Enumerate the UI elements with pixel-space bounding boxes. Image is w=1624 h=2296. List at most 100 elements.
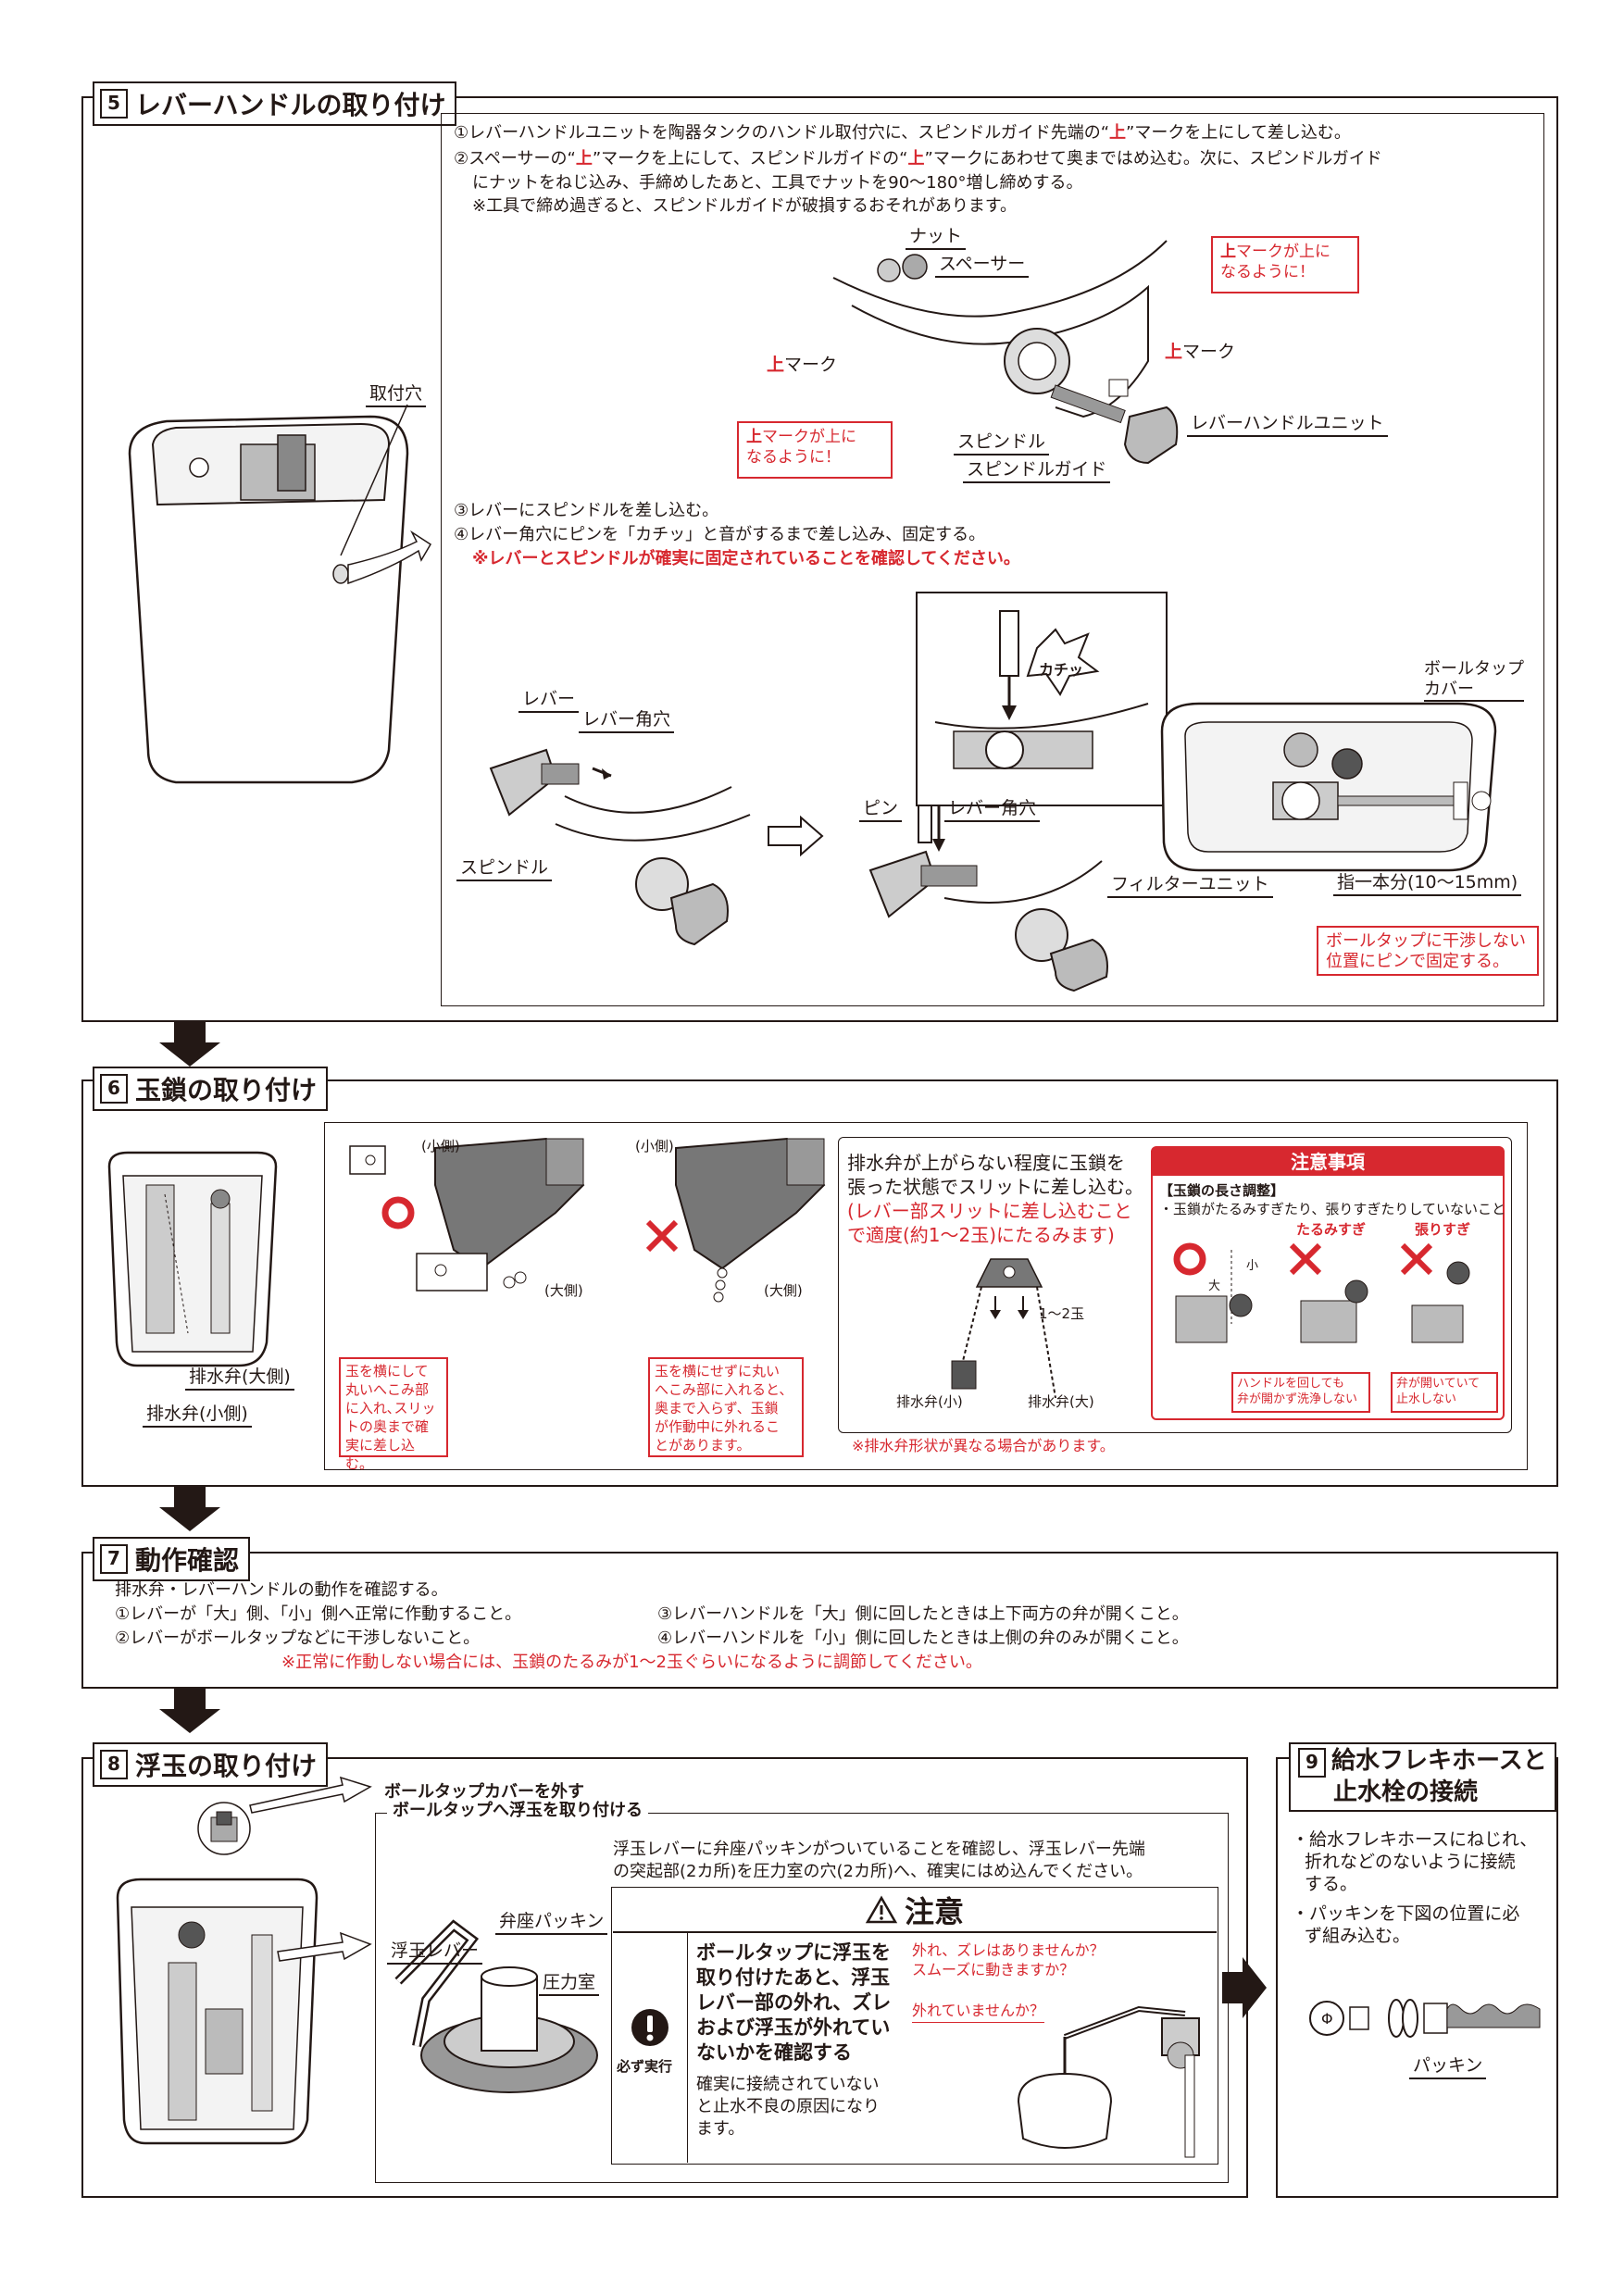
good-example-callout: 玉を横にして丸いへこみ部に入れ､スリットの奥まで確実に差し込む。 (339, 1357, 448, 1472)
section-7-frame (81, 1552, 1558, 1689)
label-drain-small: 排水弁(小) (896, 1393, 963, 1410)
s8-attach-float: ボールタップへ浮玉を取り付ける (387, 1800, 648, 1822)
chain-length-examples (1173, 1242, 1470, 1343)
pin-insert-diagram (916, 592, 1168, 806)
s5-warning: ※レバーとスピンドルが確実に固定されていることを確認してください。 (472, 549, 1020, 568)
label-too-tight: 張りすぎ (1415, 1221, 1471, 1238)
flow-arrow-5-6 (159, 1022, 220, 1067)
chain-examples-panel (324, 1122, 1528, 1470)
s5-step2a: ②スペーサーの“上”マークを上にして、スピンドルガイドの“上”マークにあわせて奥… (454, 149, 1382, 168)
pin-fix-callout: ボールタップに干渉しない 位置にピンで固定する。 (1317, 926, 1539, 976)
float-caution-panel (611, 1887, 1218, 2165)
s5-step2c: ※工具で締め過ぎると、スピンドルガイドが破損するおそれがあります。 (472, 196, 1018, 216)
section-7-number: 7 (100, 1544, 128, 1574)
balltap-cover-icon (197, 1802, 251, 1855)
bad-example-callout: 玉を横にせずに丸いへこみ部に入れると、奥まで入らず、玉鎖が作動中に外れることがあ… (648, 1357, 804, 1457)
label-small-side-bad: (小側) (635, 1138, 674, 1154)
s5-step1: ①レバーハンドルユニットを陶器タンクのハンドル取付穴に、スピンドルガイド先端の“… (454, 123, 1351, 143)
must-do-icon (631, 2009, 668, 2046)
s9-bullet-1: ・給水フレキホースにねじれ、折れなどのないように接続する。 (1292, 1829, 1538, 1894)
label-torituke-ana: 取付穴 (366, 380, 427, 407)
good-zoom-box (416, 1253, 488, 1292)
float-question-2: 外れていませんか？ (912, 2000, 1045, 2023)
s7-check-2: ②レバーがボールタップなどに干渉しないこと。 (115, 1628, 481, 1648)
section-8-number: 8 (100, 1750, 128, 1779)
section-7-title: 7 動作確認 (93, 1537, 251, 1581)
section-6-title-text: 玉鎖の取り付け (135, 1075, 318, 1105)
chain-desc-4: で適度(約1～2玉)にたるみます) (847, 1224, 1115, 1246)
s8-desc-2: の突起部(2カ所)を圧力室の穴(2カ所)へ、確実にはめ込んでください。 (613, 1862, 1143, 1881)
warning-triangle-icon (865, 1895, 898, 1924)
label-mark-left: 上マーク (767, 355, 838, 375)
step-arrow-right (768, 815, 824, 857)
section-6-number: 6 (100, 1074, 128, 1104)
s8-desc-1: 浮玉レバーに弁座パッキンがついていることを確認し、浮玉レバー先端 (613, 1840, 1145, 1859)
chain-desc-1: 排水弁が上がらない程度に玉鎖を (847, 1152, 1125, 1174)
label-pressure-chamber: 圧力室 (539, 1968, 600, 1996)
s5-step2b: にナットをねじ込み、手締めしたあと、工具でナットを90～180°増し締めする。 (472, 173, 1083, 193)
label-nut: ナット (906, 222, 967, 250)
label-spacer: スペーサー (935, 250, 1030, 278)
flow-arrow-8-9 (1222, 1957, 1267, 2018)
section-8-title: 8 浮玉の取り付け (93, 1742, 329, 1787)
flow-arrow-7-8 (159, 1689, 220, 1733)
label-drain-large: 排水弁(大) (1028, 1393, 1094, 1410)
label-spindle: スピンドル (954, 428, 1050, 455)
s5-step3: ③レバーにスピンドルを差し込む。 (454, 501, 719, 520)
float-caution-header: 注意 (613, 1889, 1217, 1933)
label-filter-unit: フィルターユニット (1107, 870, 1273, 898)
label-small: 小 (1246, 1259, 1259, 1273)
lever-spindle-diagram (489, 748, 751, 946)
lever-pin-assembled (868, 805, 1108, 992)
must-do-column (613, 1933, 688, 2163)
label-balltap-cover: ボールタップ カバー (1424, 659, 1524, 702)
label-float-lever: 浮玉レバー (387, 1937, 483, 1965)
caution-box (1151, 1146, 1505, 1420)
label-lever-unit: レバーハンドルユニット (1187, 409, 1388, 437)
tank-top-view (1160, 702, 1497, 872)
mark-up-callout-left: 上マークが上に なるように！ (737, 421, 893, 479)
float-caution-bold: ボールタップに浮玉を取り付けたあと、浮玉レバー部の外れ、ズレおよび浮玉が外れてい… (696, 1941, 892, 2064)
caution-sub: 【玉鎖の長さ調整】 (1159, 1182, 1285, 1199)
float-question-1: 外れ、ズレはありませんか？スムーズに動きますか？ (912, 1941, 1105, 1978)
flow-arrow-6-7 (159, 1487, 220, 1531)
label-lever: レバー (518, 685, 580, 713)
hole-leader (340, 404, 408, 556)
label-valve-large: 排水弁(大側) (185, 1363, 294, 1391)
s5-step4: ④レバー角穴にピンを「カチッ」と音がするまで差し込み、固定する。 (454, 525, 986, 544)
must-do-label: 必ず実行 (617, 2058, 673, 2075)
tank-illustration (128, 415, 432, 784)
tight-callout: 弁が開いていて止水しない (1391, 1372, 1498, 1413)
s9-bullet-2: ・パッキンを下図の位置に必ず組み込む。 (1292, 1903, 1520, 1946)
label-big: 大 (1208, 1279, 1221, 1293)
tank-float-illustration (116, 1878, 319, 2145)
hose-packing-diagram: Φ (1309, 1999, 1541, 2038)
mark-up-callout-right: 上マークが上に なるように！ (1211, 236, 1359, 293)
float-caution-title: 注意 (904, 1894, 964, 1929)
section-5-number: 5 (100, 89, 128, 119)
chain-desc-2: 張った状態でスリットに差し込む。 (847, 1176, 1143, 1198)
section-6-frame (81, 1079, 1558, 1487)
label-mark-right: 上マーク (1165, 342, 1236, 362)
caution-line: ・玉鎖がたるみすぎたり、張りすぎたりしていないこと (1159, 1201, 1505, 1217)
section-9-frame (1276, 1757, 1558, 2198)
label-lever-hole-2: レバー角穴 (944, 794, 1041, 822)
section-7-title-text: 動作確認 (135, 1545, 240, 1576)
s7-intro: 排水弁・レバーハンドルの動作を確認する。 (115, 1580, 448, 1600)
chain-desc-panel (838, 1137, 1512, 1433)
chain-slack-diagram (951, 1258, 1056, 1399)
caution-header: 注意事項 (1153, 1148, 1503, 1176)
section-6-title: 6 玉鎖の取り付け (93, 1067, 329, 1111)
label-finger-width: 指一本分(10～15mm) (1333, 868, 1522, 896)
label-valve-small: 排水弁(小側) (143, 1400, 252, 1428)
click-sound: カチッ (1039, 661, 1084, 679)
valve-shape-note: ※排水弁形状が異なる場合があります。 (852, 1437, 1115, 1454)
section-5-inner-panel (441, 113, 1544, 1006)
good-example-diagram (349, 1137, 585, 1289)
label-pin: ピン (859, 794, 903, 822)
s8-remove-cover: ボールタップカバーを外す (384, 1782, 584, 1802)
s7-note: ※正常に作動しない場合には、玉鎖のたるみが1～2玉ぐらいになるように調節してくだ… (281, 1653, 982, 1672)
spindle-install-diagram (832, 240, 1179, 465)
label-packing: パッキン (1409, 2052, 1487, 2079)
